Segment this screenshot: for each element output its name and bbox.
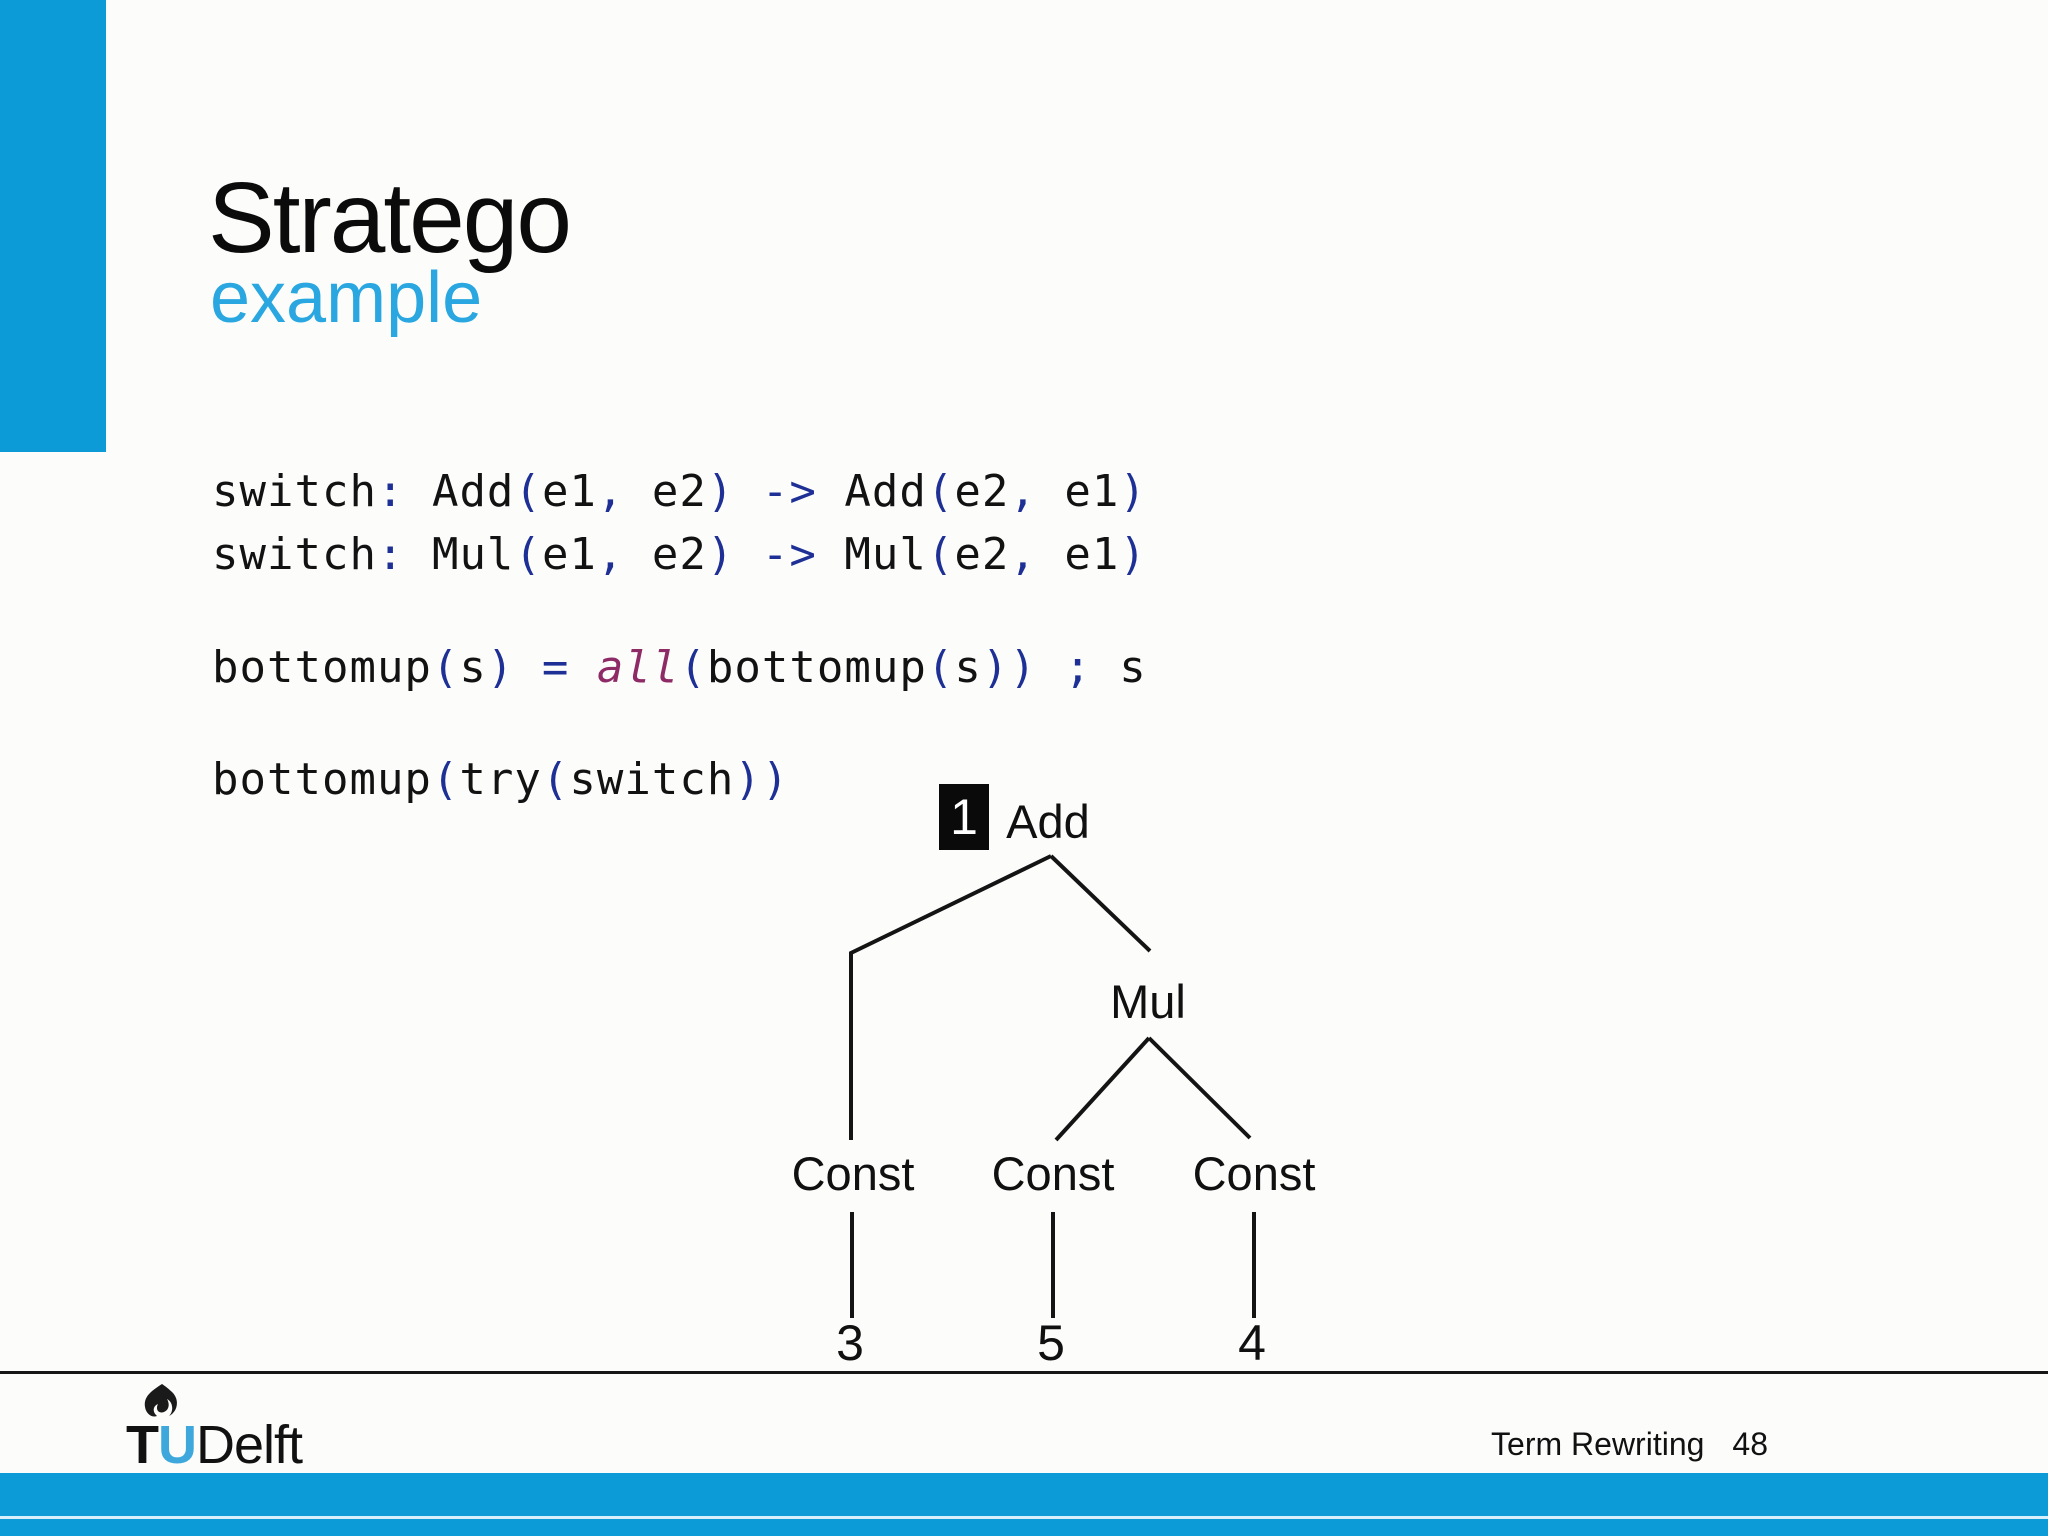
node-visit-badge: 1 [939,784,989,850]
code-token: all [596,642,680,693]
tree-node-const-right: Const [1192,1147,1316,1200]
tree-leaf-3: 3 [836,1315,864,1371]
code-token [734,529,762,580]
code-token: e2 [651,529,707,580]
code-token: e1 [1064,466,1120,517]
code-line-switch-mul: switch: Mul(e1, e2) -> Mul(e2, e1) [212,533,1147,577]
code-token: switch [212,529,377,580]
tudelft-wordmark: TUDelft [126,1415,303,1475]
code-token: ( [926,529,955,580]
code-token: s [459,642,487,693]
code-line-switch-add: switch: Add(e1, e2) -> Add(e2, e1) [212,470,1147,514]
code-token: Mul [431,529,515,580]
code-token [734,466,762,517]
code-token: e2 [651,466,707,517]
code-token [624,466,652,517]
code-token: try [459,754,542,805]
code-line-bottomup-def: bottomup(s) = all(bottomup(s)) ; s [212,646,1147,690]
code-token: ) [1119,466,1147,517]
code-token: e1 [541,529,597,580]
code-token: ) [706,529,735,580]
code-token [569,642,597,693]
code-token: ( [541,754,570,805]
edge-add-left-const [849,854,1052,1140]
code-token: ; [1064,642,1092,693]
code-token: ( [926,466,955,517]
logo-delft: Delft [196,1415,303,1475]
code-token: = [541,642,570,693]
edge-mul-const-left [1054,1036,1151,1142]
code-token: , [596,529,625,580]
code-token: ( [514,466,542,517]
code-token: Add [844,466,927,517]
slide-title: Stratego [208,162,572,274]
page-number: 48 [1732,1426,1768,1462]
code-token: switch [212,466,377,517]
code-token: , [596,466,625,517]
tree-node-const-left: Const [791,1147,915,1200]
code-token: s [1091,642,1147,693]
code-token: )) [981,642,1037,693]
tree-leaf-5: 5 [1037,1315,1065,1371]
code-token: : [376,529,405,580]
code-token [1037,642,1065,693]
code-token [817,529,845,580]
code-token: ) [706,466,735,517]
footer-divider [0,1371,2048,1374]
code-token: Mul [844,529,927,580]
code-token: ) [1119,529,1147,580]
edge-add-mul [1049,854,1152,953]
code-token: ( [431,754,460,805]
tudelft-logo: TUDelft [126,1384,386,1474]
code-token: bottomup [212,642,432,693]
bottom-accent-line [0,1516,2048,1519]
code-token: ) [486,642,515,693]
code-token [624,529,652,580]
code-token: e1 [1064,529,1120,580]
code-token [404,466,432,517]
code-token: -> [761,529,817,580]
code-token: e2 [954,466,1010,517]
code-token: ( [431,642,460,693]
code-token: s [954,642,982,693]
code-token: switch [569,754,735,805]
code-token: -> [761,466,817,517]
tree-leaf-4: 4 [1238,1315,1266,1371]
code-token: )) [734,754,790,805]
code-token: Add [431,466,515,517]
tudelft-flame-icon [144,1384,177,1417]
code-token: e2 [954,529,1010,580]
left-accent-bar [0,0,106,452]
tree-node-add: Add [1006,795,1090,848]
code-token: bottomup [706,642,927,693]
code-token [817,466,845,517]
edge-mul-const-right [1147,1036,1252,1140]
code-token: e1 [541,466,597,517]
code-token [514,642,542,693]
code-line-bottomup-try: bottomup(try(switch)) [212,758,789,802]
tree-node-mul: Mul [1110,975,1186,1028]
code-token: bottomup [212,754,432,805]
code-token: ( [926,642,955,693]
code-token [404,529,432,580]
footer-caption: Term Rewriting 48 [1491,1428,1768,1460]
bottom-accent-strip [0,1519,2048,1536]
code-token: , [1009,529,1037,580]
code-token [1037,466,1065,517]
code-token: : [376,466,405,517]
code-token: , [1009,466,1037,517]
code-token [1037,529,1065,580]
code-token: ( [514,529,542,580]
logo-letter-u: U [158,1415,197,1475]
logo-letter-t: T [126,1415,159,1475]
course-name: Term Rewriting [1491,1426,1705,1462]
tree-node-const-mid: Const [991,1147,1115,1200]
slide-subtitle: example [210,258,483,338]
bottom-accent-bar [0,1473,2048,1516]
code-token: ( [679,642,707,693]
